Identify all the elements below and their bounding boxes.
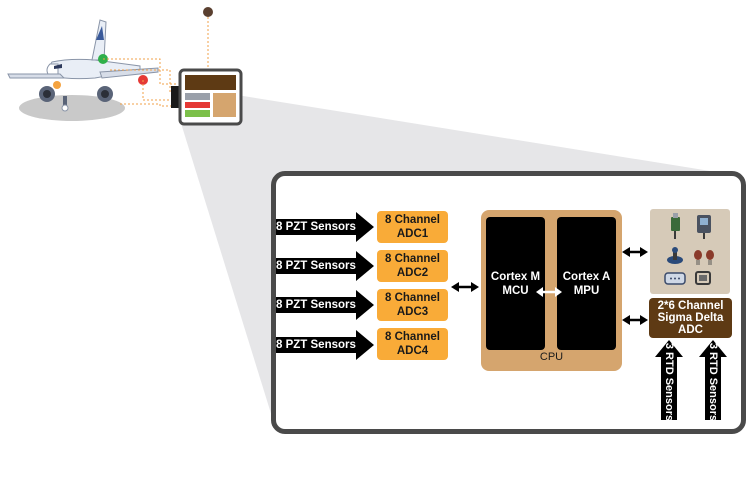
chip-socket-icon <box>695 271 711 285</box>
cortex-m-line1: Cortex M <box>490 270 541 283</box>
sd-card-icon <box>697 215 711 239</box>
cpu-label: CPU <box>539 351 564 363</box>
monitoring-device <box>171 68 243 126</box>
adc-block-4-line1: 8 Channel <box>385 331 440 343</box>
adc-block-2: 8 Channel ADC2 <box>377 250 448 282</box>
adc-block-3: 8 Channel ADC3 <box>377 289 448 321</box>
adc-cpu-link-arrow <box>451 282 479 292</box>
peripheral-io-panel <box>650 209 730 294</box>
core-link-arrow <box>536 287 562 297</box>
joystick-icon <box>667 247 683 264</box>
adc-block-3-line2: ADC3 <box>396 306 429 318</box>
sigma-line3: ADC <box>678 324 703 336</box>
cortex-m-line2: MCU <box>502 284 529 297</box>
adc-block-2-line1: 8 Channel <box>385 253 440 265</box>
pzt-sensors-label-4: 8 PZT Sensors <box>276 339 356 351</box>
adc-block-1-line2: ADC1 <box>396 228 429 240</box>
pzt-sensors-label-3: 8 PZT Sensors <box>276 299 356 311</box>
adc-block-1-line1: 8 Channel <box>385 214 440 226</box>
sigma-delta-adc-block: 2*6 Channel Sigma Delta ADC <box>649 298 732 338</box>
led-icon <box>694 250 714 265</box>
usb-icon <box>671 213 680 239</box>
adc-block-2-line2: ADC2 <box>396 267 429 279</box>
cpu-sigma-link-arrow <box>622 315 648 325</box>
rtd-sensors-label-2: 3 RTD Sensors <box>707 342 719 422</box>
cortex-m-core: Cortex M MCU <box>486 217 545 350</box>
io-icons <box>664 213 714 285</box>
cpu-block: Cortex M MCU Cortex A MPU CPU <box>481 210 622 371</box>
cortex-a-line2: MPU <box>573 284 600 297</box>
sigma-line1: 2*6 Channel <box>657 300 724 312</box>
sigma-line2: Sigma Delta <box>657 312 724 324</box>
adc-block-1: 8 Channel ADC1 <box>377 211 448 243</box>
rtd-sensors-label-1: 3 RTD Sensors <box>663 342 675 422</box>
pzt-sensors-label-1: 8 PZT Sensors <box>276 221 356 233</box>
rtd-arrows <box>655 340 727 420</box>
cpu-io-link-arrow <box>622 247 648 257</box>
adc-block-4: 8 Channel ADC4 <box>377 328 448 360</box>
sensor-marker-top <box>203 7 213 17</box>
cortex-a-line1: Cortex A <box>562 270 611 283</box>
serial-port-icon <box>664 272 686 285</box>
adc-block-3-line1: 8 Channel <box>385 292 440 304</box>
pzt-arrows <box>276 212 374 360</box>
adc-block-4-line2: ADC4 <box>396 345 429 357</box>
pzt-sensors-label-2: 8 PZT Sensors <box>276 260 356 272</box>
aircraft-icon <box>7 19 159 112</box>
cortex-a-core: Cortex A MPU <box>557 217 616 350</box>
